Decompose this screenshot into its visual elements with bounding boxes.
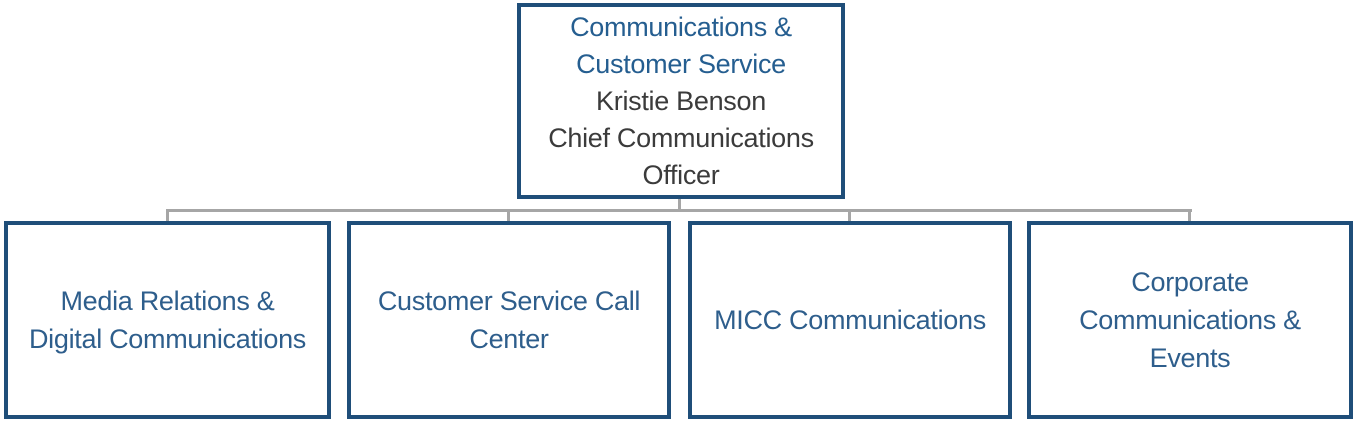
connector-drop-corporate-comms bbox=[1188, 212, 1191, 222]
root-person-role: Chief Communications Officer bbox=[548, 122, 814, 190]
root-person-name: Kristie Benson bbox=[596, 85, 766, 116]
connector-drop-micc bbox=[848, 212, 851, 222]
org-node-corporate-communications-events: Corporate Communications & Events bbox=[1027, 221, 1353, 419]
org-node-micc-communications: MICC Communications bbox=[688, 221, 1012, 419]
root-department-title: Communications & Customer Service bbox=[570, 11, 792, 79]
org-node-customer-service-call-center: Customer Service Call Center bbox=[347, 221, 671, 419]
connector-horizontal-bar bbox=[166, 209, 1192, 212]
org-node-root: Communications & Customer Service Kristi… bbox=[517, 3, 845, 199]
connector-drop-media-relations bbox=[166, 212, 169, 222]
connector-drop-call-center bbox=[507, 212, 510, 222]
org-node-media-relations: Media Relations & Digital Communications bbox=[4, 221, 331, 419]
connector-root-stub bbox=[678, 199, 681, 210]
